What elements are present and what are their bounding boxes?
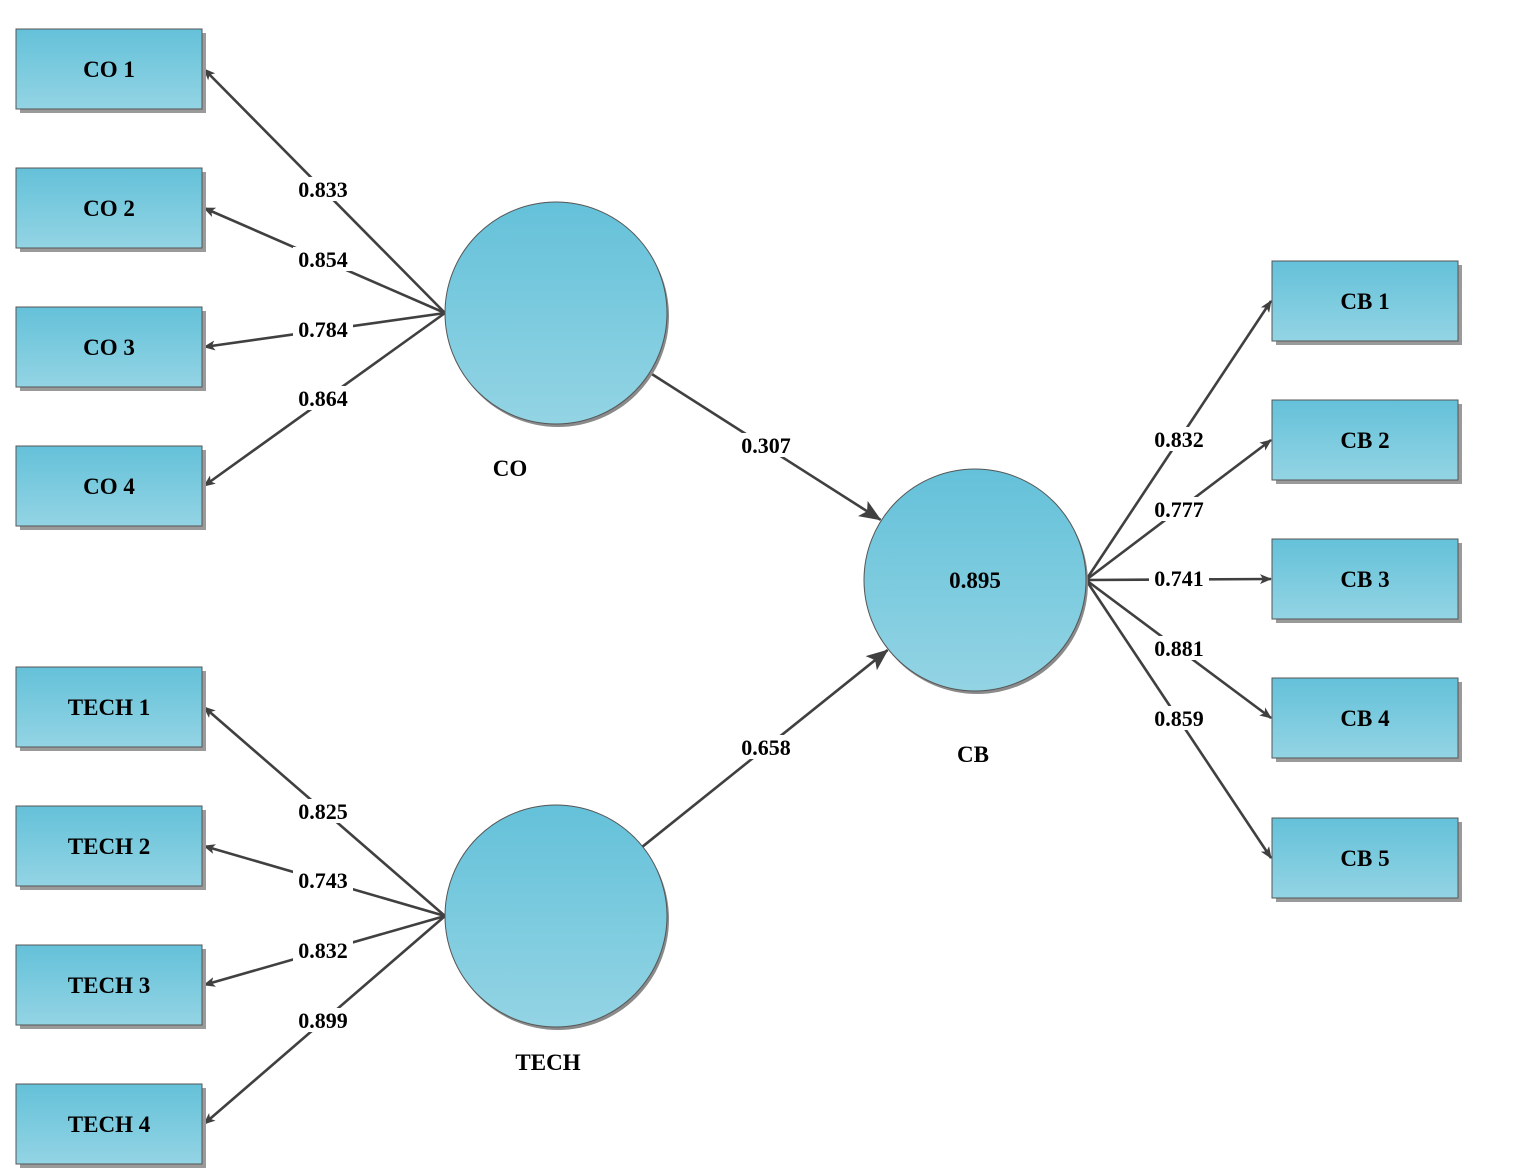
indicator-box <box>1271 538 1459 620</box>
indicator-label: TECH 2 <box>68 834 150 859</box>
weight-value: 0.899 <box>298 1008 348 1033</box>
weight-value: 0.777 <box>1154 497 1204 522</box>
latent-label: TECH <box>515 1050 580 1075</box>
latent-circle <box>444 804 668 1028</box>
indicator-co2: CO 2 <box>15 167 206 252</box>
connector-layer <box>203 68 1273 1125</box>
loading-label-co2: 0.854 <box>293 247 353 272</box>
r-squared-value: 0.895 <box>949 568 1001 593</box>
weight-label-bg <box>293 317 353 341</box>
loading-label-cb5: 0.859 <box>1149 706 1209 731</box>
indicator-co1: CO 1 <box>15 28 206 113</box>
node-layer: CO 1 CO 2 CO 3 CO 4 TECH 1 TECH 2 TECH 3 TECH 4… <box>15 28 1462 1168</box>
latent-label: CO <box>493 456 528 481</box>
indicator-box <box>1271 677 1459 759</box>
indicator-label: CB 3 <box>1340 567 1389 592</box>
weight-label-bg <box>1149 566 1209 590</box>
indicator-label: CB 1 <box>1340 289 1389 314</box>
indicator-cb2: CB 2 <box>1271 399 1462 484</box>
indicator-co4: CO 4 <box>15 445 206 530</box>
loading-label-tech4: 0.899 <box>293 1008 353 1033</box>
indicator-label: TECH 1 <box>68 695 150 720</box>
loading-label-cb1: 0.832 <box>1149 427 1209 452</box>
indicator-box <box>15 1083 203 1165</box>
weight-label-layer: 0.833 0.854 0.784 0.864 0.825 0.743 0.832 0.899… <box>293 177 1209 1033</box>
latent-co: CO <box>444 201 669 481</box>
indicator-box <box>15 805 203 887</box>
indicator-box <box>1271 817 1459 899</box>
indicator-label: TECH 4 <box>68 1112 151 1137</box>
indicator-label: TECH 3 <box>68 973 150 998</box>
weight-label-bg <box>293 386 353 410</box>
indicator-box <box>15 28 203 110</box>
weight-value: 0.864 <box>298 386 348 411</box>
weight-label-bg <box>293 177 353 201</box>
indicator-tech4: TECH 4 <box>15 1083 206 1168</box>
weight-label-bg <box>293 1008 353 1032</box>
weight-value: 0.658 <box>741 735 791 760</box>
loading-label-co1: 0.833 <box>293 177 353 202</box>
indicator-box <box>15 306 203 388</box>
weight-label-bg <box>1149 706 1209 730</box>
weight-value: 0.784 <box>298 317 348 342</box>
indicator-co3: CO 3 <box>15 306 206 391</box>
loading-label-co4: 0.864 <box>293 386 353 411</box>
latent-circle <box>863 468 1087 692</box>
indicator-box <box>15 944 203 1026</box>
indicator-label: CO 2 <box>83 196 135 221</box>
indicator-tech1: TECH 1 <box>15 666 206 751</box>
indicator-label: CO 1 <box>83 57 135 82</box>
indicator-tech2: TECH 2 <box>15 805 206 890</box>
weight-value: 0.832 <box>298 938 348 963</box>
loading-label-cb4: 0.881 <box>1149 636 1209 661</box>
indicator-label: CB 5 <box>1340 846 1389 871</box>
weight-label-bg <box>293 799 353 823</box>
weight-value: 0.825 <box>298 799 348 824</box>
indicator-box <box>15 666 203 748</box>
indicator-box <box>1271 399 1459 481</box>
indicator-box <box>15 167 203 249</box>
path-label-co-to-cb: 0.307 <box>736 433 796 458</box>
latent-label: CB <box>957 742 989 767</box>
weight-value: 0.881 <box>1154 636 1204 661</box>
loading-label-cb3: 0.741 <box>1149 566 1209 591</box>
weight-value: 0.307 <box>741 433 791 458</box>
weight-label-bg <box>736 735 796 759</box>
weight-value: 0.743 <box>298 868 348 893</box>
indicator-box <box>15 445 203 527</box>
indicator-cb1: CB 1 <box>1271 260 1462 345</box>
latent-circle <box>444 201 668 425</box>
weight-label-bg <box>1149 427 1209 451</box>
indicator-label: CO 3 <box>83 335 135 360</box>
weight-label-bg <box>293 938 353 962</box>
weight-label-bg <box>293 247 353 271</box>
weight-label-bg <box>736 433 796 457</box>
weight-value: 0.833 <box>298 177 348 202</box>
indicator-label: CO 4 <box>83 474 135 499</box>
indicator-tech3: TECH 3 <box>15 944 206 1029</box>
indicator-box <box>1271 260 1459 342</box>
weight-label-bg <box>1149 636 1209 660</box>
weight-label-bg <box>293 868 353 892</box>
loading-label-tech3: 0.832 <box>293 938 353 963</box>
indicator-cb3: CB 3 <box>1271 538 1462 623</box>
weight-value: 0.741 <box>1154 566 1204 591</box>
loading-label-cb2: 0.777 <box>1149 497 1209 522</box>
loading-label-tech1: 0.825 <box>293 799 353 824</box>
path-label-tech-to-cb: 0.658 <box>736 735 796 760</box>
indicator-cb5: CB 5 <box>1271 817 1462 902</box>
weight-value: 0.859 <box>1154 706 1204 731</box>
indicator-cb4: CB 4 <box>1271 677 1462 762</box>
latent-tech: TECH <box>444 804 669 1075</box>
loading-label-tech2: 0.743 <box>293 868 353 893</box>
weight-value: 0.854 <box>298 247 348 272</box>
loading-label-co3: 0.784 <box>293 317 353 342</box>
indicator-label: CB 2 <box>1340 428 1389 453</box>
weight-label-bg <box>1149 497 1209 521</box>
weight-value: 0.832 <box>1154 427 1204 452</box>
indicator-label: CB 4 <box>1340 706 1390 731</box>
